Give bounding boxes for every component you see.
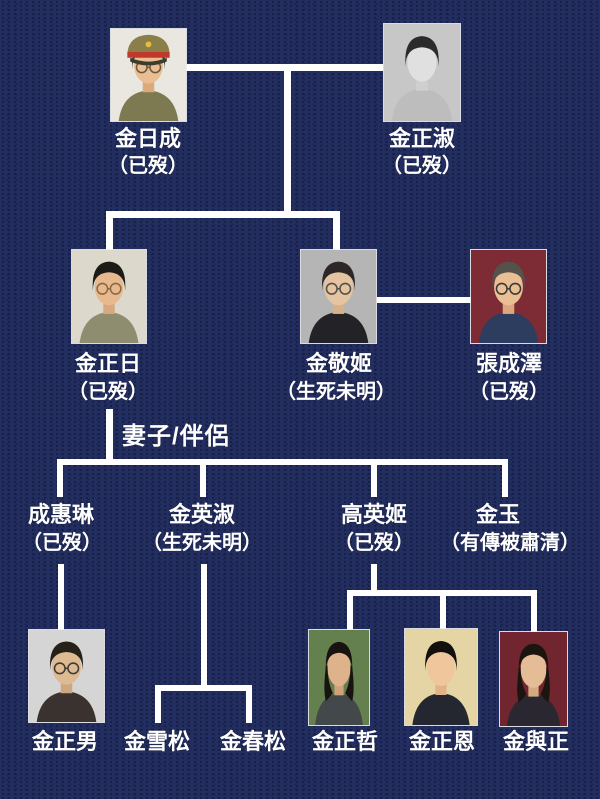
portrait-illustration [384, 24, 460, 121]
label-kim-jong-nam: 金正男 [31, 729, 98, 754]
portrait-illustration [301, 250, 376, 343]
line-kim-jong-il-stub [106, 409, 113, 463]
label-ko-yong-hui: 高英姬 [340, 502, 407, 527]
label-song-hye-rim: 成惠琳 [27, 502, 94, 527]
status-kim-il-sung: （已歿） [108, 155, 188, 177]
label-kim-kyong-hui: 金敬姬 [305, 351, 372, 376]
photo-jang-song-thaek [470, 249, 547, 344]
portrait-illustration [500, 632, 567, 726]
label-kim-ok: 金玉 [475, 502, 520, 527]
status-kim-ok: （有傳被肅清） [440, 532, 580, 554]
line-drop-kim-sul-song [155, 685, 161, 723]
label-kim-young-sook: 金英淑 [168, 502, 235, 527]
photo-kim-yo-jong [499, 631, 568, 727]
portrait-illustration [309, 630, 369, 725]
portrait-illustration [405, 629, 477, 725]
label-kim-chun-song: 金春松 [219, 729, 286, 754]
photo-kim-kyong-hui [300, 249, 377, 344]
portrait-illustration [471, 250, 546, 343]
line-kim-young-sook-child [201, 564, 207, 691]
photo-kim-jong-il [71, 249, 147, 344]
photo-kim-jong-suk [383, 23, 461, 122]
photo-kim-jong-chol [308, 629, 370, 726]
line-ko-yong-hui-child [371, 564, 377, 596]
status-kim-jong-suk: （已歿） [382, 155, 462, 177]
line-drop-kim-ok [502, 459, 508, 497]
label-kim-sul-song: 金雪松 [123, 729, 190, 754]
line-drop-kim-jong-il [106, 211, 113, 251]
status-kim-young-sook: （生死未明） [142, 532, 262, 554]
line-gen1-drop [284, 64, 291, 218]
spouse-partner-heading: 妻子/伴侶 [122, 423, 230, 450]
status-ko-yong-hui: （已歿） [334, 532, 414, 554]
label-kim-jong-suk: 金正淑 [388, 126, 455, 151]
status-song-hye-rim: （已歿） [22, 532, 102, 554]
line-gen2-horizontal [106, 211, 340, 218]
status-kim-kyong-hui: （生死未明） [276, 381, 396, 403]
label-kim-jong-chol: 金正哲 [311, 729, 378, 754]
label-kim-jong-un: 金正恩 [408, 729, 475, 754]
line-drop-kim-jong-un [440, 590, 446, 629]
line-drop-kim-jong-chol [347, 590, 353, 630]
line-kim-young-sook-split [155, 685, 252, 691]
line-drop-kim-young-sook [200, 459, 206, 497]
label-kim-jong-il: 金正日 [74, 351, 141, 376]
label-kim-yo-jong: 金與正 [502, 729, 569, 754]
label-kim-il-sung: 金日成 [114, 126, 181, 151]
line-song-hye-rim-child [58, 564, 64, 630]
status-kim-jong-il: （已歿） [68, 381, 148, 403]
portrait-illustration [111, 29, 186, 121]
photo-kim-il-sung [110, 28, 187, 122]
status-jang-song-thaek: （已歿） [469, 381, 549, 403]
label-jang-song-thaek: 張成澤 [475, 351, 542, 376]
portrait-illustration [29, 630, 104, 722]
line-drop-kim-yo-jong [531, 590, 537, 632]
line-gen2-marriage [377, 297, 471, 303]
line-drop-kim-kyong-hui [333, 211, 340, 251]
line-wives-horizontal [57, 459, 508, 465]
line-drop-song-hye-rim [57, 459, 63, 497]
photo-kim-jong-nam [28, 629, 105, 723]
portrait-illustration [72, 250, 146, 343]
line-drop-ko-yong-hui [371, 459, 377, 497]
photo-kim-jong-un [404, 628, 478, 726]
line-drop-kim-chun-song [246, 685, 252, 723]
